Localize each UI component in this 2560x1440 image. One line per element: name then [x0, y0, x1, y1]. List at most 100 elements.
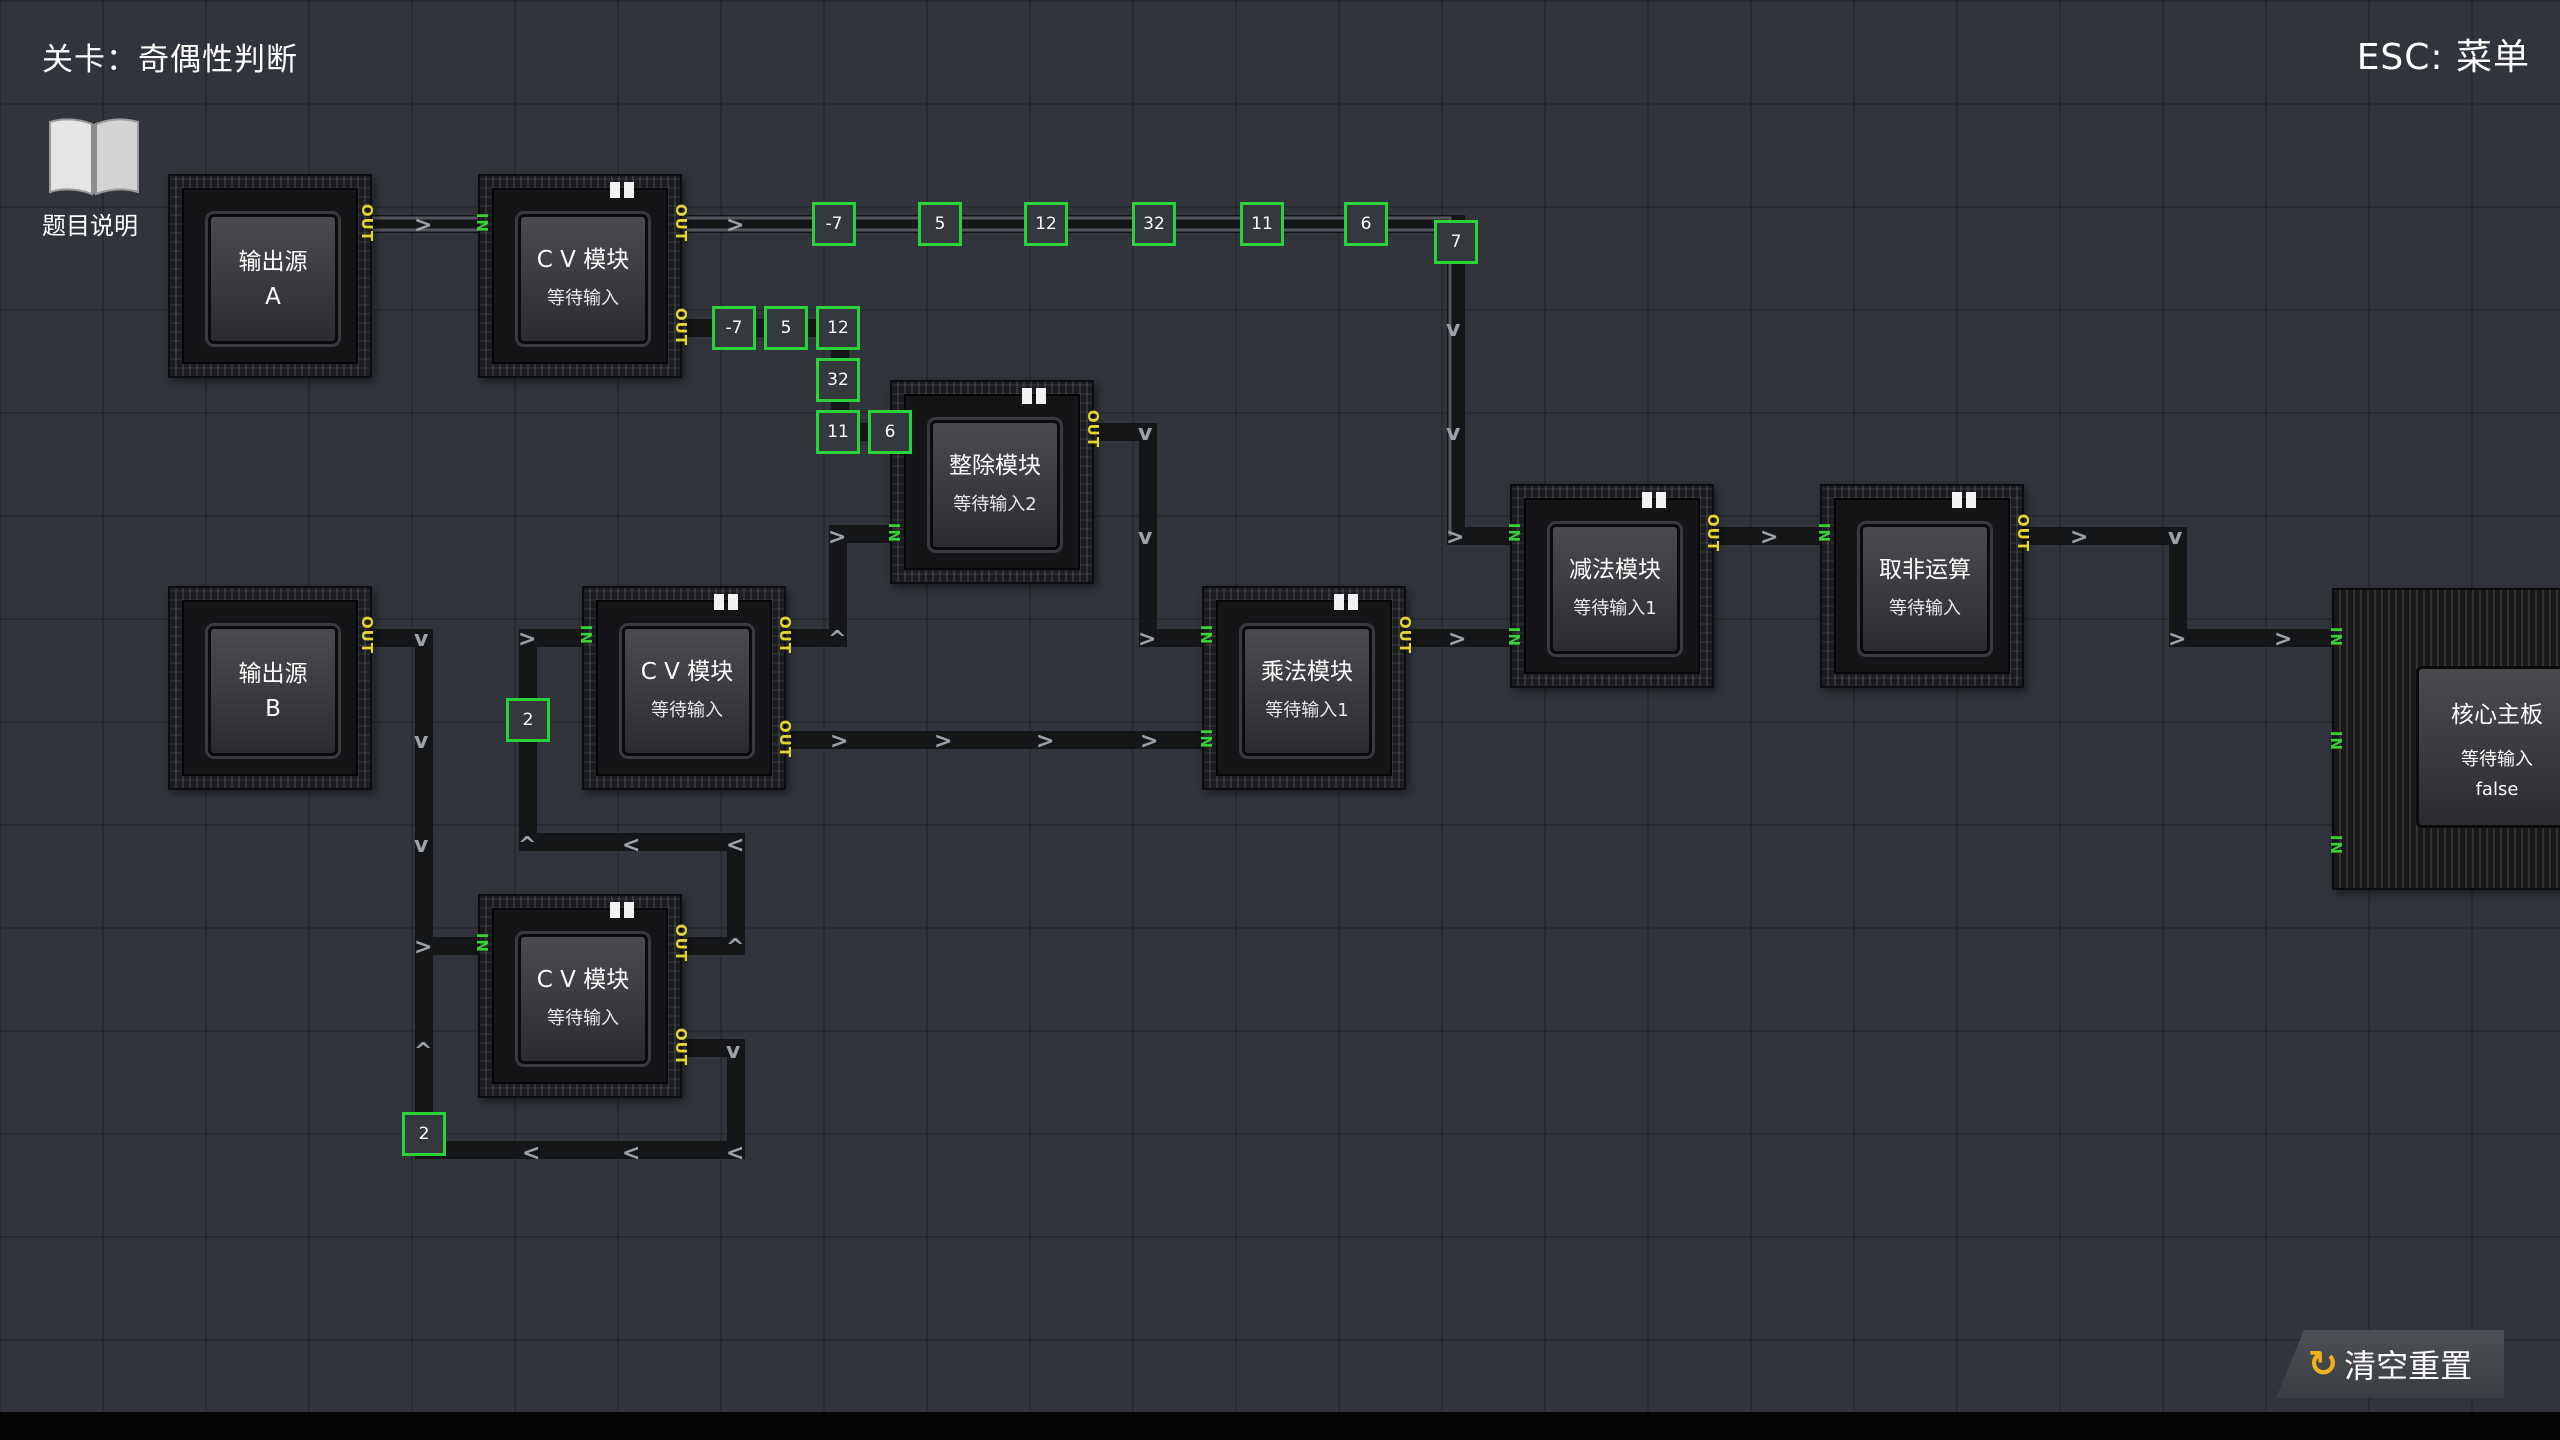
wire-arrow: v	[1138, 525, 1153, 550]
cv-module-1[interactable]: C V 模块等待输入 IN OUT OUT	[473, 174, 690, 378]
wire-arrow: <	[622, 1141, 640, 1166]
module-name: 减法模块	[1569, 557, 1661, 583]
division-module[interactable]: 整除模块等待输入2 IN OUT	[885, 380, 1102, 584]
port-in-3[interactable]: IN	[2327, 834, 2346, 856]
indicator-lights	[610, 902, 634, 918]
wire-arrow: <	[622, 833, 640, 858]
wire-cv1-top	[686, 215, 1510, 545]
module-status: 等待输入2	[953, 494, 1037, 515]
data-token: 32	[1132, 202, 1176, 246]
wire-arrow: >	[934, 729, 952, 754]
wire-arrow: >	[2070, 525, 2088, 550]
not-module[interactable]: 取非运算等待输入 IN OUT	[1815, 484, 2032, 688]
port-in-1[interactable]: IN	[1197, 624, 1216, 646]
wire-arrow: >	[1036, 729, 1054, 754]
source-module-a[interactable]: 输出源 A OUT	[168, 174, 376, 378]
port-in[interactable]: IN	[885, 522, 904, 544]
data-token: -7	[712, 306, 756, 350]
wire-arrow: >	[414, 213, 432, 238]
module-name: C V 模块	[536, 967, 630, 993]
book-label[interactable]: 题目说明	[42, 212, 138, 240]
port-out[interactable]: OUT	[1396, 615, 1415, 655]
wire-arrow: >	[1138, 627, 1156, 652]
wire-arrow: >	[518, 627, 536, 652]
port-out[interactable]: OUT	[358, 615, 377, 655]
port-out[interactable]: OUT	[358, 203, 377, 243]
port-in-2[interactable]: IN	[1197, 728, 1216, 750]
port-in[interactable]: IN	[1815, 522, 1834, 544]
wire-arrow: >	[2168, 627, 2186, 652]
port-in[interactable]: IN	[473, 932, 492, 954]
core-board[interactable]: IN IN IN 核心主板 等待输入 false	[2327, 588, 2560, 890]
subtract-module[interactable]: 减法模块等待输入1 IN IN OUT	[1505, 484, 1722, 688]
module-name: 整除模块	[949, 453, 1041, 479]
data-token: 2	[506, 698, 550, 742]
cv-module-3[interactable]: C V 模块等待输入 IN OUT OUT	[473, 894, 690, 1098]
module-name: C V 模块	[536, 247, 630, 273]
data-token: 5	[764, 306, 808, 350]
book-icon[interactable]	[46, 116, 142, 196]
data-token: 12	[1024, 202, 1068, 246]
port-in-2[interactable]: IN	[2327, 730, 2346, 752]
wire-arrow: v	[2168, 525, 2183, 550]
port-out-2[interactable]: OUT	[672, 1027, 691, 1067]
data-token: 11	[1240, 202, 1284, 246]
wire-arrow: v	[726, 1039, 741, 1064]
port-out[interactable]: OUT	[1704, 513, 1723, 553]
wire-arrow: v	[1446, 421, 1461, 446]
level-title: 关卡：奇偶性判断	[42, 42, 298, 78]
multiply-module[interactable]: 乘法模块等待输入1 IN IN OUT	[1197, 586, 1414, 790]
port-out-2[interactable]: OUT	[776, 719, 795, 759]
port-in-1[interactable]: IN	[1505, 522, 1524, 544]
reset-button[interactable]: ↻ 清空重置	[2276, 1330, 2504, 1398]
wire-arrow: ^	[518, 833, 536, 858]
wire-loop-mid	[519, 629, 745, 955]
module-status: A	[265, 284, 281, 310]
esc-menu-hint[interactable]: ESC: 菜单	[2356, 37, 2530, 78]
wire-not-core	[2024, 527, 2332, 647]
module-status: 等待输入	[547, 1008, 619, 1029]
wire-arrow: >	[1448, 627, 1466, 652]
wire-srcB	[372, 629, 745, 1159]
indicator-lights	[1642, 492, 1666, 508]
wire-arrow: v	[414, 833, 429, 858]
module-status: 等待输入1	[1265, 700, 1349, 721]
data-token: 11	[816, 410, 860, 454]
module-name: 乘法模块	[1261, 659, 1353, 685]
wire-arrow: >	[2274, 627, 2292, 652]
wire-arrow: >	[1446, 525, 1464, 550]
cv-module-2[interactable]: C V 模块等待输入 IN OUT OUT	[577, 586, 794, 790]
indicator-lights	[1334, 594, 1358, 610]
port-out-1[interactable]: OUT	[672, 923, 691, 963]
reset-label: 清空重置	[2344, 1347, 2473, 1385]
wire-arrow: <	[522, 1141, 540, 1166]
module-status: 等待输入1	[1573, 598, 1657, 619]
port-in[interactable]: IN	[577, 624, 596, 646]
indicator-lights	[1022, 388, 1046, 404]
wire-arrow: <	[726, 1141, 744, 1166]
port-out[interactable]: OUT	[2014, 513, 2033, 553]
bottom-bar	[0, 1412, 2560, 1440]
port-in[interactable]: IN	[473, 212, 492, 234]
port-out-1[interactable]: OUT	[672, 203, 691, 243]
wire-arrow: v	[414, 729, 429, 754]
wire-arrow: ^	[414, 1039, 432, 1064]
wire-arrow: ^	[726, 935, 744, 960]
reset-icon: ↻	[2307, 1343, 2339, 1385]
module-status: 等待输入	[651, 700, 723, 721]
port-out-1[interactable]: OUT	[776, 615, 795, 655]
module-name: C V 模块	[640, 659, 734, 685]
wire-arrow: >	[1140, 729, 1158, 754]
core-status: 等待输入	[2461, 748, 2533, 770]
data-token: 5	[918, 202, 962, 246]
port-out[interactable]: OUT	[1084, 409, 1103, 449]
wire-arrow: v	[1138, 421, 1153, 446]
port-out-2[interactable]: OUT	[672, 307, 691, 347]
port-in-2[interactable]: IN	[1505, 626, 1524, 648]
module-name: 输出源	[238, 249, 308, 275]
port-in-1[interactable]: IN	[2327, 626, 2346, 648]
indicator-lights	[714, 594, 738, 610]
